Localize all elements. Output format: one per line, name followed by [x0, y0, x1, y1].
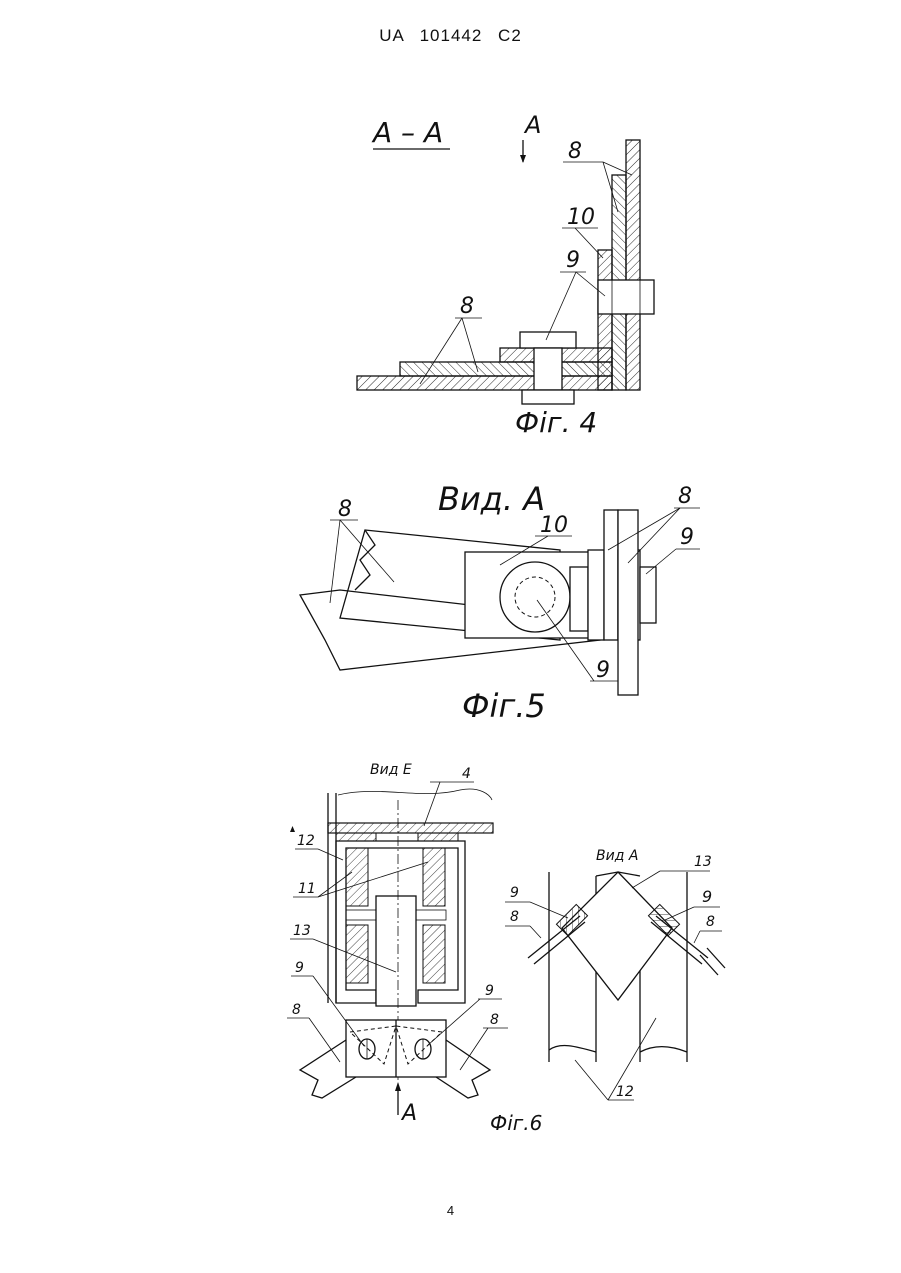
callout-8-right-fig6: 8 — [490, 1012, 499, 1028]
callout-9-right-right-view: 9 — [702, 887, 712, 906]
callout-9: 9 — [566, 248, 580, 273]
callout-8-right-fig5: 8 — [678, 484, 692, 509]
callout-9-right-fig5: 9 — [680, 525, 694, 550]
callout-10: 10 — [567, 205, 595, 230]
page-number: 4 — [0, 1203, 901, 1218]
figure-5-title: Вид. А — [438, 480, 545, 518]
callout-9-right-fig6: 9 — [485, 983, 494, 999]
callout-13-right: 13 — [694, 854, 712, 870]
callout-4: 4 — [462, 766, 471, 782]
figure-4-caption: Фіг. 4 — [515, 406, 597, 439]
callout-9-left-right-view: 9 — [510, 885, 519, 901]
callout-10-fig5: 10 — [540, 513, 568, 538]
callout-8-right-right-view: 8 — [706, 914, 715, 930]
callout-9-bottom-fig5: 9 — [596, 658, 610, 683]
callout-12-right: 12 — [616, 1084, 634, 1100]
figure-6-drawing: Вид Е A 4 12 11 13 9 9 8 8 Вид А — [0, 750, 901, 1150]
callout-13-left: 13 — [293, 923, 311, 939]
callout-8-left-fig6: 8 — [292, 1002, 301, 1018]
figure-5-caption: Фіг.5 — [462, 687, 546, 725]
figure-6-caption: Фіг.6 — [490, 1111, 542, 1135]
callout-8-left-right-view: 8 — [510, 909, 519, 925]
arrow-a-label: A — [400, 1101, 417, 1126]
callout-11: 11 — [298, 881, 316, 897]
view-a-title: Вид А — [596, 848, 638, 864]
callout-8-left: 8 — [460, 294, 474, 319]
callout-8-top: 8 — [568, 139, 582, 164]
callout-9-left-fig6: 9 — [295, 960, 304, 976]
view-arrow-label: A — [523, 111, 541, 139]
view-e-title: Вид Е — [370, 762, 412, 778]
callout-8-left-fig5: 8 — [338, 497, 352, 522]
callout-12-left: 12 — [297, 833, 315, 849]
figure-5-drawing: Вид. А 8 10 8 9 9 Фіг.5 — [0, 470, 901, 740]
section-label: A – A — [371, 116, 443, 149]
figure-4-drawing: A – A A 8 10 9 8 Фіг. 4 — [0, 0, 901, 460]
